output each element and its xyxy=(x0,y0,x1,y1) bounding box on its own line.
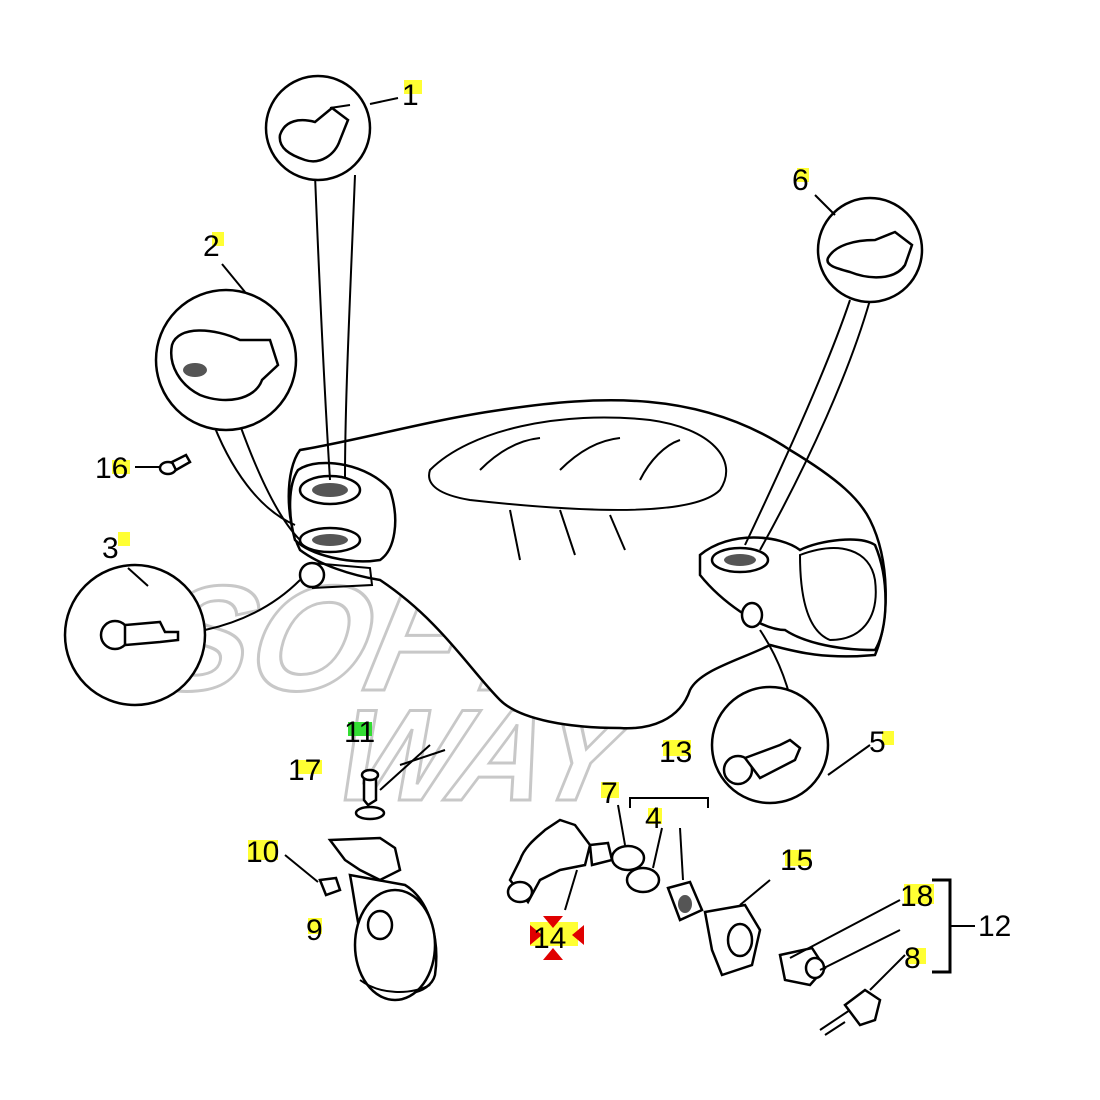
horn-assembly xyxy=(284,744,446,1002)
label-part-6: 6 xyxy=(792,164,809,197)
callout-part-3 xyxy=(63,563,301,707)
label-part-16: 16 xyxy=(95,452,128,485)
label-part-8: 8 xyxy=(904,942,921,975)
label-part-15: 15 xyxy=(780,844,813,877)
label-part-14: 14 xyxy=(533,922,566,955)
label-part-13: 13 xyxy=(659,736,692,769)
callout-part-6 xyxy=(744,194,924,551)
label-part-7: 7 xyxy=(601,777,618,810)
leader-lines xyxy=(564,797,975,991)
label-highlights xyxy=(112,80,934,964)
label-part-18: 18 xyxy=(900,880,933,913)
label-part-3: 3 xyxy=(102,532,119,565)
callout-part-2 xyxy=(154,263,301,541)
label-part-12-17: 17 xyxy=(288,754,321,787)
callout-part-1 xyxy=(264,74,399,481)
callout-part-5 xyxy=(710,629,871,805)
label-part-5: 5 xyxy=(869,726,886,759)
label-part-12: 12 xyxy=(978,910,1011,943)
label-part-11: 11 xyxy=(344,716,375,749)
label-part-10: 10 xyxy=(246,836,279,869)
label-part-4: 4 xyxy=(645,802,662,835)
label-part-9: 9 xyxy=(306,914,323,947)
label-part-1: 1 xyxy=(402,79,419,112)
part-labels: 1 2 3 4 5 6 7 8 9 10 11 17 12 13 14 15 1… xyxy=(95,79,1011,975)
label-part-2: 2 xyxy=(203,230,220,263)
crosshair-arrows-icon xyxy=(530,916,584,960)
screw-part-16 xyxy=(135,453,192,476)
